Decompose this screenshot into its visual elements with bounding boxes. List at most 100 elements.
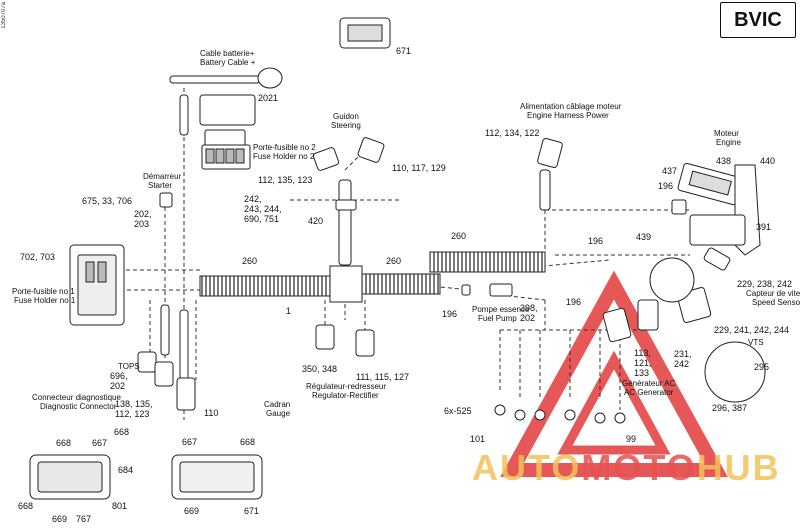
engine-ref-437: 437 — [662, 166, 678, 176]
engine-fr: Moteur — [714, 129, 739, 138]
ac-gen-refs-b: 121, — [634, 358, 652, 368]
fuse-holder-1 — [69, 244, 125, 326]
gauge-ref: 110 — [204, 408, 219, 418]
connector-left-667: 667 — [92, 438, 108, 448]
connector-left-668-c: 668 — [18, 501, 34, 511]
starter-en: Starter — [148, 181, 173, 190]
connector-left-668-a: 668 — [56, 438, 72, 448]
connector-671 — [339, 17, 391, 49]
engine-harness-power-en: Engine Harness Power — [527, 111, 609, 120]
fuse-holder-2-refs-c: 243, 244, — [244, 204, 282, 214]
connector-right-671: 671 — [244, 506, 260, 516]
fuel-pump-en: Fuel Pump — [478, 314, 517, 323]
steering-en: Steering — [331, 121, 361, 130]
battery-cable-en: Battery Cable + — [200, 58, 256, 67]
engine-ref-438: 438 — [716, 156, 732, 166]
connector-face-left — [29, 454, 111, 500]
connector-671-ref: 671 — [396, 46, 412, 56]
speed-sensor-en: Speed Sensor — [752, 298, 800, 307]
fuse-holder-2-refs-b: 242, — [244, 194, 262, 204]
starter-connector — [159, 192, 173, 208]
speed-sensor-fr: Capteur de vitesse — [746, 289, 800, 298]
harness-ref-260-c: 260 — [451, 231, 467, 241]
harness-ref-196-b: 196 — [566, 297, 582, 307]
detail-circles — [649, 257, 766, 403]
steering-connectors — [312, 137, 385, 211]
tops-refs-a: 696, — [110, 371, 128, 381]
fuse-holder-2 — [201, 144, 251, 170]
engine-harness-power-refs: 112, 134, 122 — [485, 128, 540, 138]
fuel-pump-refs-b: 202 — [520, 313, 536, 323]
steering-refs-a: 110, 117, 129 — [392, 163, 446, 173]
vts-refs: 229, 241, 242, 244 — [714, 325, 790, 335]
starter-refs-a: 202, — [134, 209, 152, 219]
harness-ref-196-a: 196 — [588, 236, 604, 246]
ac-gen-ref-295: 295 — [754, 362, 770, 372]
ground-ref-99: 99 — [626, 434, 637, 444]
fuse-holder-1-refs: 702, 703 — [20, 252, 56, 262]
starter-refs-top: 675, 33, 706 — [82, 196, 133, 206]
diagnostic-refs-b: 112, 123 — [115, 409, 150, 419]
fuse-holder-2-fr: Porte-fusible no 2 — [253, 143, 316, 152]
ac-gen-en: AC Generator — [624, 388, 674, 397]
engine-harness-power-fr: Alimentation câblage moteur — [520, 102, 622, 111]
fuse-holder-2-refs-a: 112, 135, 123 — [258, 175, 313, 185]
engine-ref-440: 440 — [760, 156, 776, 166]
tops-refs-b: 202 — [110, 381, 126, 391]
diagnostic-en: Diagnostic Connector — [40, 402, 117, 411]
vts-label: VTS — [748, 338, 764, 347]
tops-label: TOPS — [118, 362, 140, 371]
rectifier-refs-left: 350, 348 — [302, 364, 338, 374]
steering-ref-b: 420 — [308, 216, 324, 226]
connector-left-669: 669 — [52, 514, 68, 524]
engine-harness-power-connector — [537, 138, 563, 168]
diagram-code: 1350707a — [1, 2, 7, 29]
gauge-fr: Cadran — [264, 400, 291, 409]
engine-en: Engine — [716, 138, 741, 147]
ground-ref-6x: 6x-525 — [444, 406, 472, 416]
fuse-holder-2-refs-d: 690, 751 — [244, 214, 280, 224]
connector-left-668-b: 668 — [114, 427, 130, 437]
ac-gen-ref-296: 296, 387 — [712, 403, 748, 413]
speed-sensor-refs: 229, 238, 242 — [737, 279, 793, 289]
harness-ref-1: 1 — [286, 306, 292, 316]
fuel-pump-fr: Pompe essence — [472, 305, 530, 314]
ac-gen-refs-c: 133 — [634, 368, 650, 378]
watermark-part-c: HUB — [696, 447, 781, 488]
fuel-pump-refs-a: 398, — [520, 303, 538, 313]
engine-ref-196: 196 — [658, 181, 674, 191]
regulator-rectifier-connectors — [315, 324, 375, 357]
fuel-pump-connector — [461, 283, 513, 297]
fuse-holder-1-fr: Porte-fusible no 1 — [12, 287, 75, 296]
ac-generator-connectors — [602, 299, 659, 343]
starter-refs-b: 203 — [134, 219, 150, 229]
diagnostic-fr: Connecteur diagnostique — [32, 393, 121, 402]
starter-fr: Démarreur — [143, 172, 182, 181]
ac-gen-refs-a: 113, — [634, 348, 651, 358]
engine-ref-391: 391 — [756, 222, 772, 232]
watermark-text: AUTOMOTOHUB — [472, 449, 781, 487]
rectifier-refs-right: 111, 115, 127 — [356, 372, 410, 382]
steering-fr: Guidon — [333, 112, 359, 121]
lower-left-connectors — [137, 351, 196, 411]
main-harness-conduit — [199, 251, 546, 303]
ac-gen-fr: Générateur AC — [622, 379, 676, 388]
rectifier-en: Regulator-Rectifier — [312, 391, 379, 400]
engine-ref-439: 439 — [636, 232, 652, 242]
diagnostic-refs-a: 138, 135, — [115, 399, 153, 409]
connector-left-767: 767 — [76, 514, 92, 524]
ground-ref-101: 101 — [470, 434, 486, 444]
watermark-part-b: MOTO — [581, 447, 697, 488]
connector-right-668: 668 — [240, 437, 256, 447]
speed-sensor-connector — [703, 247, 731, 271]
watermark-part-a: AUTO — [472, 447, 582, 488]
connector-right-669: 669 — [184, 506, 200, 516]
connector-left-801: 801 — [112, 501, 128, 511]
ac-gen-refs-d: 231, — [674, 349, 692, 359]
connector-left-684: 684 — [118, 465, 134, 475]
gauge-en: Gauge — [266, 409, 291, 418]
ground-terminals — [494, 404, 626, 424]
ac-gen-refs-e: 242 — [674, 359, 690, 369]
harness-ref-196-c: 196 — [442, 309, 458, 319]
